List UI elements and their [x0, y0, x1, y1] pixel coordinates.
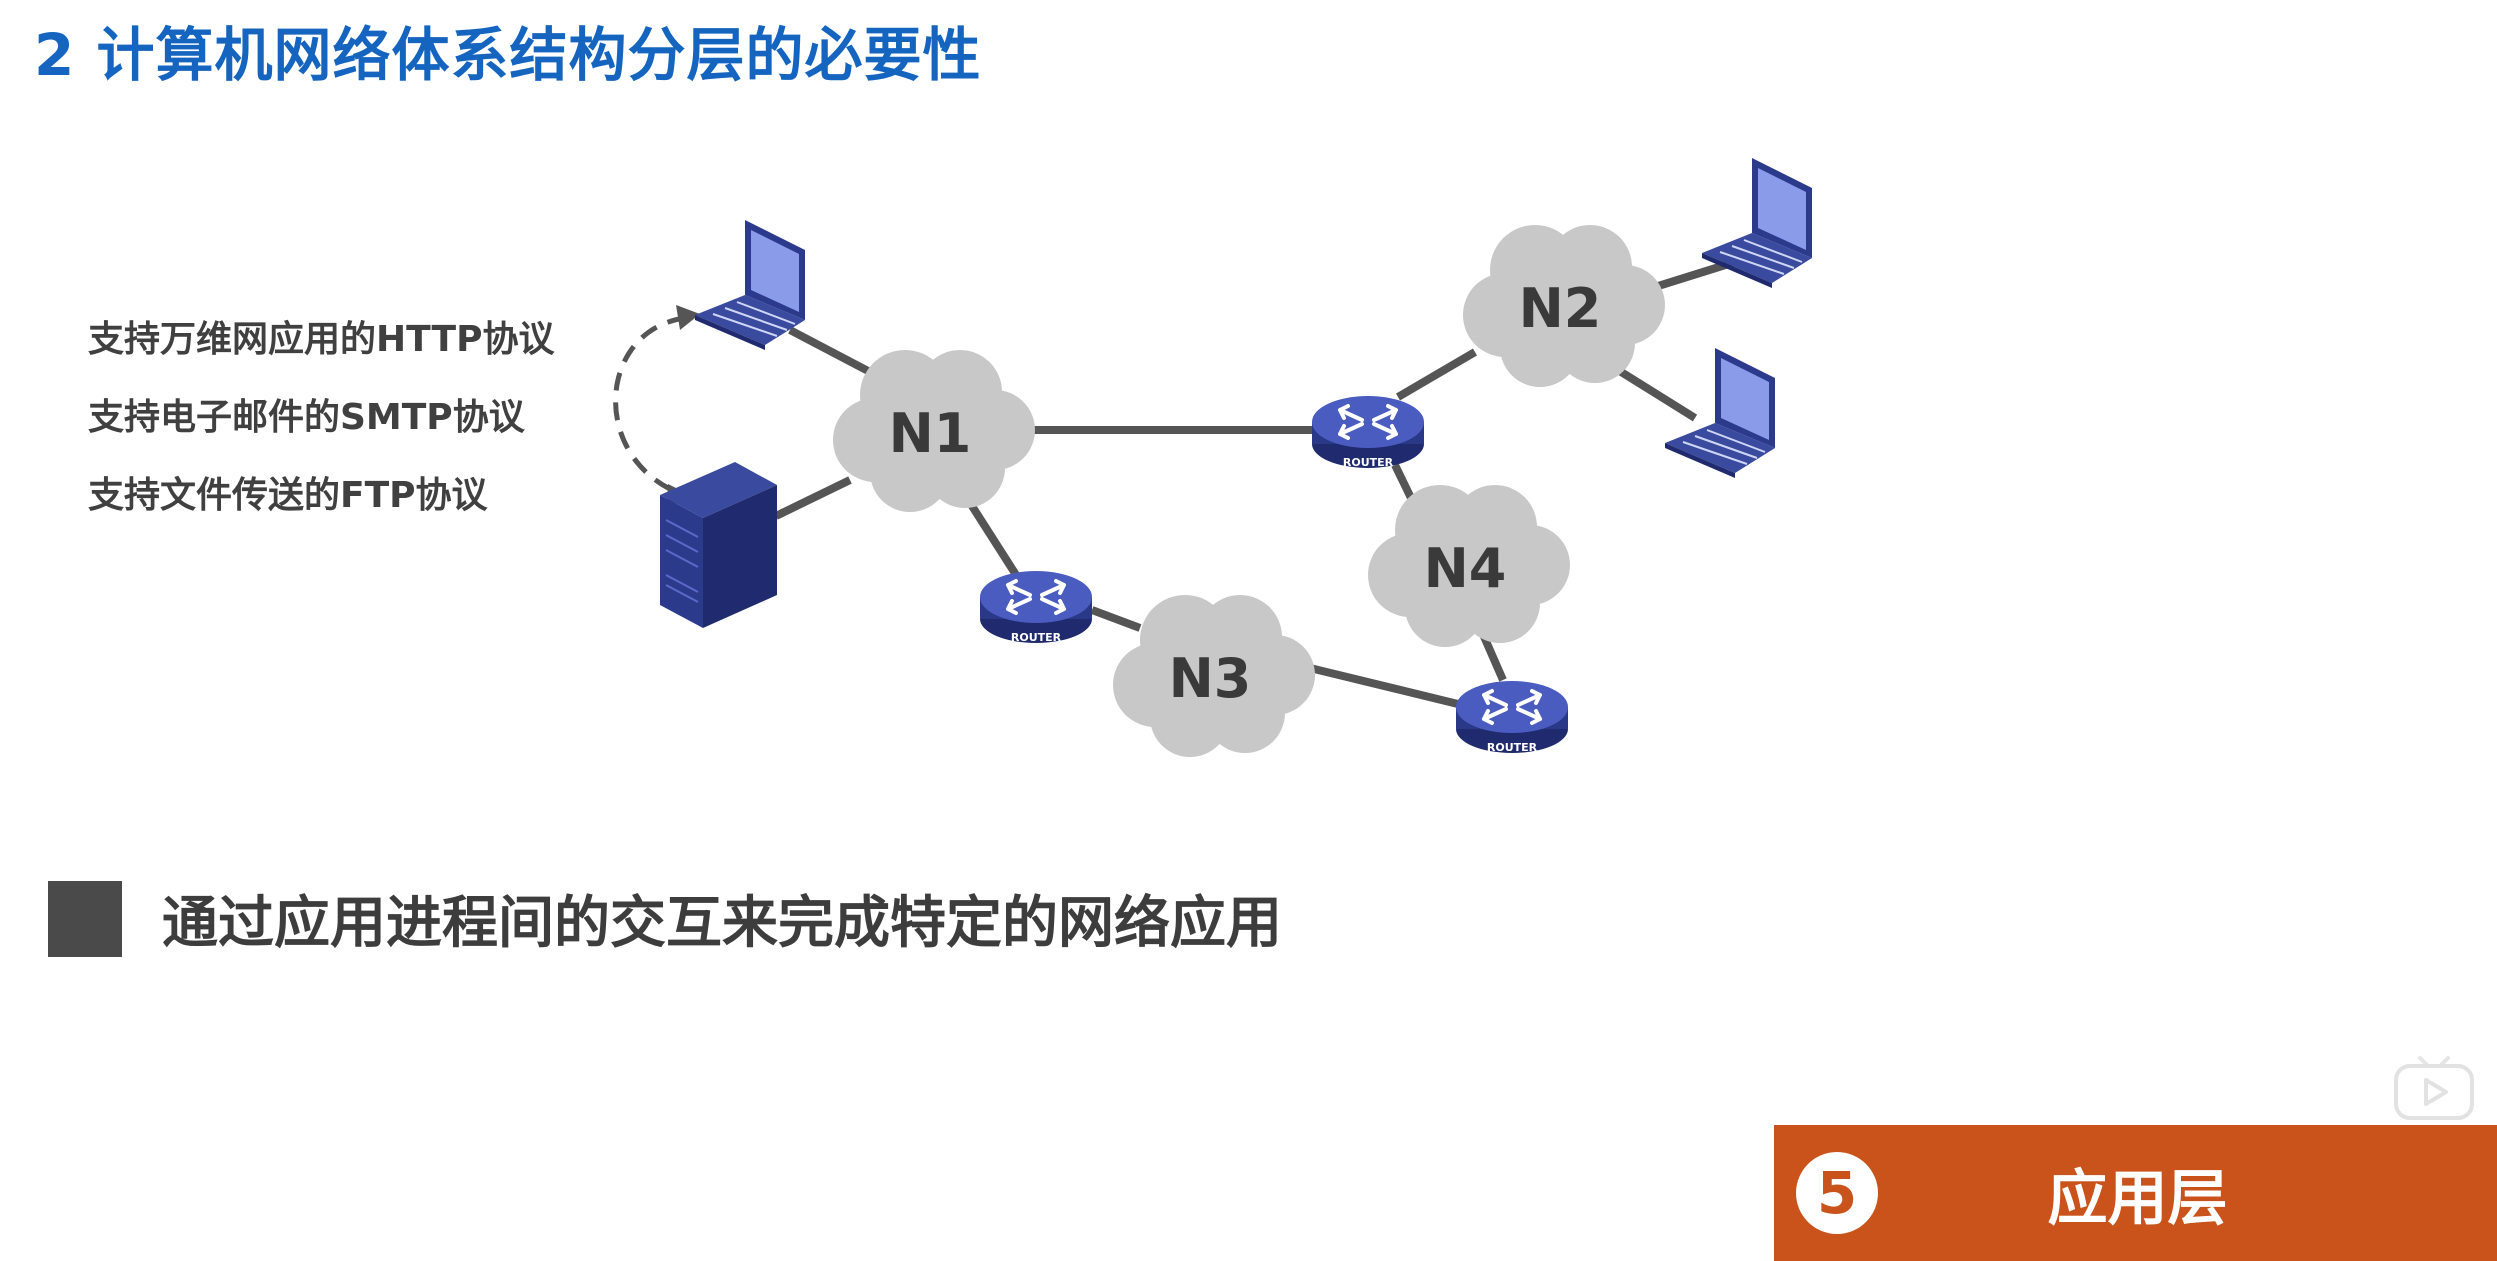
key-point: 通过应用进程间的交互来完成特定的网络应用 [48, 878, 1282, 959]
play-icon[interactable] [2392, 1050, 2476, 1122]
layer-name: 应用层 [2047, 1163, 2228, 1234]
router-label: ROUTER [1343, 456, 1394, 469]
server-icon [660, 462, 777, 628]
laptop-icon [694, 219, 806, 351]
router-icon: ROUTER [1454, 679, 1570, 755]
protocol-ftp: 支持文件传送的FTP协议 [88, 475, 488, 516]
network-n3-label: N3 [1169, 647, 1252, 710]
protocol-http: 支持万维网应用的HTTP协议 [88, 319, 555, 360]
router-icon: ROUTER [1310, 394, 1426, 470]
exchange-arrow [613, 315, 686, 493]
bullet-square-icon [48, 880, 122, 957]
network-n4-label: N4 [1424, 537, 1507, 600]
layer-badge: 5 应用层 [1774, 1125, 2497, 1261]
network-n2-label: N2 [1519, 277, 1602, 340]
protocol-list: 支持万维网应用的HTTP协议 支持电子邮件的SMTP协议 支持文件传送的FTP协… [88, 312, 554, 546]
layer-number: 5 [1796, 1152, 1878, 1234]
router-label: ROUTER [1487, 741, 1538, 754]
key-point-text: 通过应用进程间的交互来完成特定的网络应用 [162, 891, 1282, 956]
network-n1-label: N1 [889, 402, 972, 465]
page-title: 2 计算机网络体系结构分层的必要性 [34, 21, 982, 89]
router-icon: ROUTER [978, 569, 1094, 645]
router-label: ROUTER [1011, 631, 1062, 644]
protocol-smtp: 支持电子邮件的SMTP协议 [88, 397, 525, 438]
